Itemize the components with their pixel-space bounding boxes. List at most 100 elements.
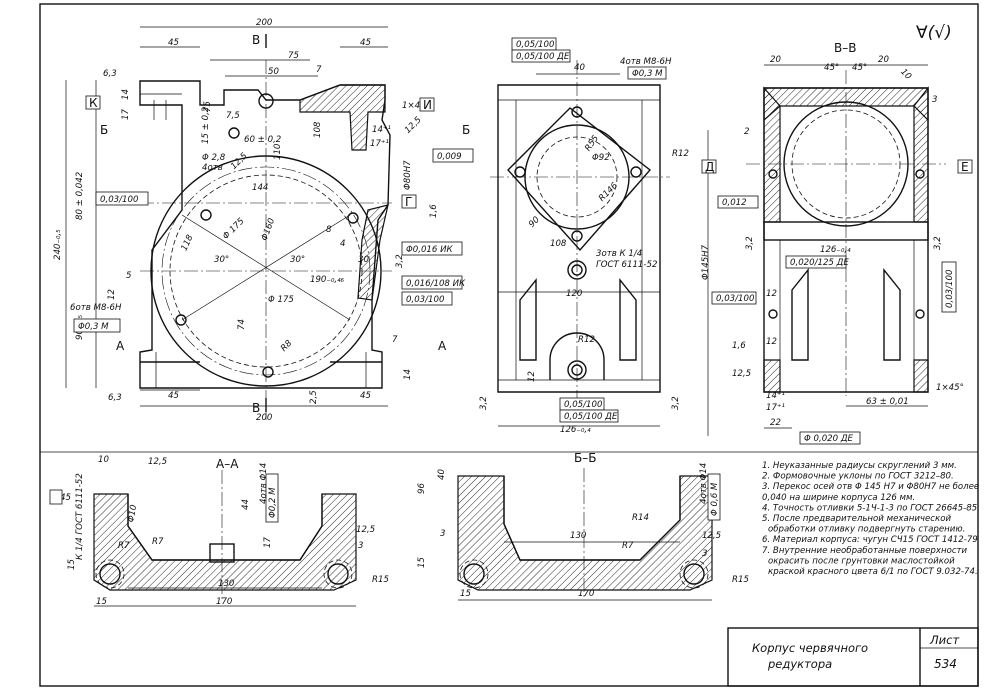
cut-label-bb-right: Б bbox=[462, 123, 470, 137]
sa-dim-12-5: 12,5 bbox=[148, 457, 167, 467]
title-line-1: Корпус червячного bbox=[752, 641, 868, 655]
dim-30-deg-b: 30° bbox=[290, 255, 305, 265]
sheet-number: 534 bbox=[934, 657, 957, 671]
side-frame-1: 0,05/100 bbox=[511, 37, 557, 51]
side-view: 40 4отв М8-6Н R55 Φ92 R146 R12 90 108 3о… bbox=[479, 37, 689, 435]
side-gost: ГОСТ 6111-52 bbox=[596, 260, 657, 270]
cut-label-a-right: А bbox=[438, 339, 447, 353]
side-dim-126: 126₋₀,₄ bbox=[560, 425, 591, 435]
frame-perpendicular: 0,016/108 ИК bbox=[401, 275, 466, 290]
side-dim-r12: R12 bbox=[672, 149, 689, 159]
sa-dim-45: 45 bbox=[60, 493, 71, 503]
vb-frame-1: 0,012 bbox=[717, 195, 759, 209]
vb-dim-12b: 12 bbox=[766, 337, 777, 347]
section-bb-title: Б–Б bbox=[574, 451, 596, 465]
sa-dim-17: 17 bbox=[263, 537, 273, 548]
vb-dim-phi145: Φ145H7 bbox=[701, 244, 711, 280]
section-bb: Б–Б 40 96 3 130 R14 R7 4отв Φ14 12,5 R15… bbox=[417, 451, 749, 601]
datum-g: Г bbox=[405, 195, 412, 209]
section-aa: А–А 10 12,5 45 К 1/4 ГОСТ 6111-52 Φ10 R7… bbox=[49, 455, 389, 607]
dim-phi80: Φ80H7 bbox=[403, 160, 413, 190]
svg-text:0,016/108 ИК: 0,016/108 ИК bbox=[406, 279, 466, 289]
vb-frame-2: 0,020/125 ДЕ bbox=[785, 255, 849, 269]
dim-8: 8 bbox=[326, 225, 332, 235]
dim-50: 50 bbox=[268, 67, 279, 77]
vb-dim-12a: 12 bbox=[766, 289, 777, 299]
svg-text:Φ0,016 ИК: Φ0,016 ИК bbox=[406, 245, 454, 255]
vb-dim-12-5: 12,5 bbox=[732, 369, 751, 379]
sb-dim-r15: R15 bbox=[732, 575, 749, 585]
vb-dim-45b: 45° bbox=[852, 63, 867, 73]
side-dim-40: 40 bbox=[574, 63, 585, 73]
note-line: 7. Внутренние необработанные поверхности bbox=[762, 546, 968, 556]
dim-200-bottom: 200 bbox=[256, 413, 273, 423]
dim-45-bottom-right: 45 bbox=[360, 391, 371, 401]
svg-text:0,03/100: 0,03/100 bbox=[945, 269, 955, 308]
dim-30: 30 bbox=[358, 255, 369, 265]
side-dim-r146: R146 bbox=[597, 181, 620, 204]
datum-k: К bbox=[89, 96, 98, 110]
svg-text:Φ0,3 М: Φ0,3 М bbox=[78, 322, 109, 332]
title-block: Корпус червячного редуктора Лист 534 bbox=[727, 627, 979, 687]
side-frame-2: 0,05/100 ДЕ bbox=[511, 49, 571, 63]
side-frame-5: 0,05/100 ДЕ bbox=[559, 409, 619, 423]
sa-dim-170: 170 bbox=[216, 597, 233, 607]
sb-dim-r14: R14 bbox=[632, 513, 649, 523]
dim-phi175b: Φ 175 bbox=[268, 295, 294, 305]
vb-dim-3-2a: 3,2 bbox=[745, 236, 755, 250]
note-line: 3. Перекос осей отв Φ 145 Н7 и Φ80Н7 не … bbox=[762, 482, 979, 492]
dim-108: 108 bbox=[313, 121, 323, 138]
dim-190: 190₋₀,₄₆ bbox=[310, 275, 345, 285]
sheet-frame bbox=[39, 3, 979, 687]
dim-4-holes: 4отв bbox=[202, 163, 223, 173]
sa-dim-phi10: Φ10 bbox=[126, 503, 139, 523]
side-holes: 4отв М8-6Н bbox=[620, 57, 672, 67]
dim-5: 5 bbox=[126, 271, 131, 281]
sb-dim-3-b: 3 bbox=[702, 549, 707, 559]
dim-14-c: 14 bbox=[403, 369, 413, 380]
sb-dim-15-b: 15 bbox=[460, 589, 471, 599]
dim-17-plus: 17⁺¹ bbox=[370, 139, 389, 149]
note-line: 0,040 на ширине корпуса 126 мм. bbox=[762, 493, 915, 503]
dim-30-deg-a: 30° bbox=[214, 255, 229, 265]
dim-110: 110 bbox=[273, 143, 283, 160]
side-dim-108: 108 bbox=[550, 239, 567, 249]
dim-chamfer: 1×45° bbox=[402, 101, 430, 111]
sb-dim-40: 40 bbox=[437, 469, 447, 480]
side-dim-3-2-b: 3,2 bbox=[671, 396, 681, 410]
dim-4: 4 bbox=[340, 239, 345, 249]
datum-d: Д bbox=[705, 160, 714, 174]
frame-flatness-1: 0,03/100 bbox=[95, 191, 149, 206]
dim-6-3-b: 6,3 bbox=[108, 393, 122, 403]
sa-dim-15: 15 bbox=[67, 559, 77, 570]
vb-dim-3: 3 bbox=[932, 95, 937, 105]
sa-dim-130: 130 bbox=[218, 579, 235, 589]
sb-dim-r7: R7 bbox=[622, 541, 634, 551]
svg-text:Φ 0,6 М: Φ 0,6 М bbox=[710, 482, 720, 516]
svg-text:0,05/100 ДЕ: 0,05/100 ДЕ bbox=[516, 52, 570, 62]
dim-1-6: 1,6 bbox=[429, 204, 439, 218]
side-frame-4: 0,05/100 bbox=[559, 397, 605, 411]
sa-dim-15-b: 15 bbox=[96, 597, 107, 607]
vb-dim-10: 10 bbox=[898, 67, 913, 82]
dim-80: 80 ± 0,042 bbox=[75, 172, 85, 220]
view-bb: В–В 20 45° 45° 20 10 3 2 Φ145H7 3,2 126₋… bbox=[701, 41, 973, 445]
svg-text:0,05/100 ДЕ: 0,05/100 ДЕ bbox=[564, 412, 618, 422]
sb-dim-12-5: 12,5 bbox=[702, 531, 721, 541]
dim-7-5: 7,5 bbox=[226, 111, 240, 121]
note-line: 5. После предварительной механической bbox=[762, 514, 951, 524]
side-dim-phi92: Φ92 bbox=[592, 153, 610, 163]
dim-75b: 75 bbox=[203, 101, 213, 112]
dim-2-5: 2,5 bbox=[309, 390, 319, 404]
note-line: 2. Формовочные уклоны по ГОСТ 3212–80. bbox=[762, 472, 954, 482]
svg-text:0,05/100: 0,05/100 bbox=[516, 40, 555, 50]
dim-240: 240₋₀,₅ bbox=[53, 229, 63, 260]
dim-14: 14 bbox=[121, 89, 131, 100]
sb-dim-130: 130 bbox=[570, 531, 587, 541]
sa-dim-r7a: R7 bbox=[118, 541, 130, 551]
view-bb-title: В–В bbox=[834, 41, 856, 55]
svg-text:0,03/100: 0,03/100 bbox=[716, 294, 755, 304]
svg-text:Φ0,3 М: Φ0,3 М bbox=[632, 69, 663, 79]
vb-dim-20b: 20 bbox=[878, 55, 889, 65]
